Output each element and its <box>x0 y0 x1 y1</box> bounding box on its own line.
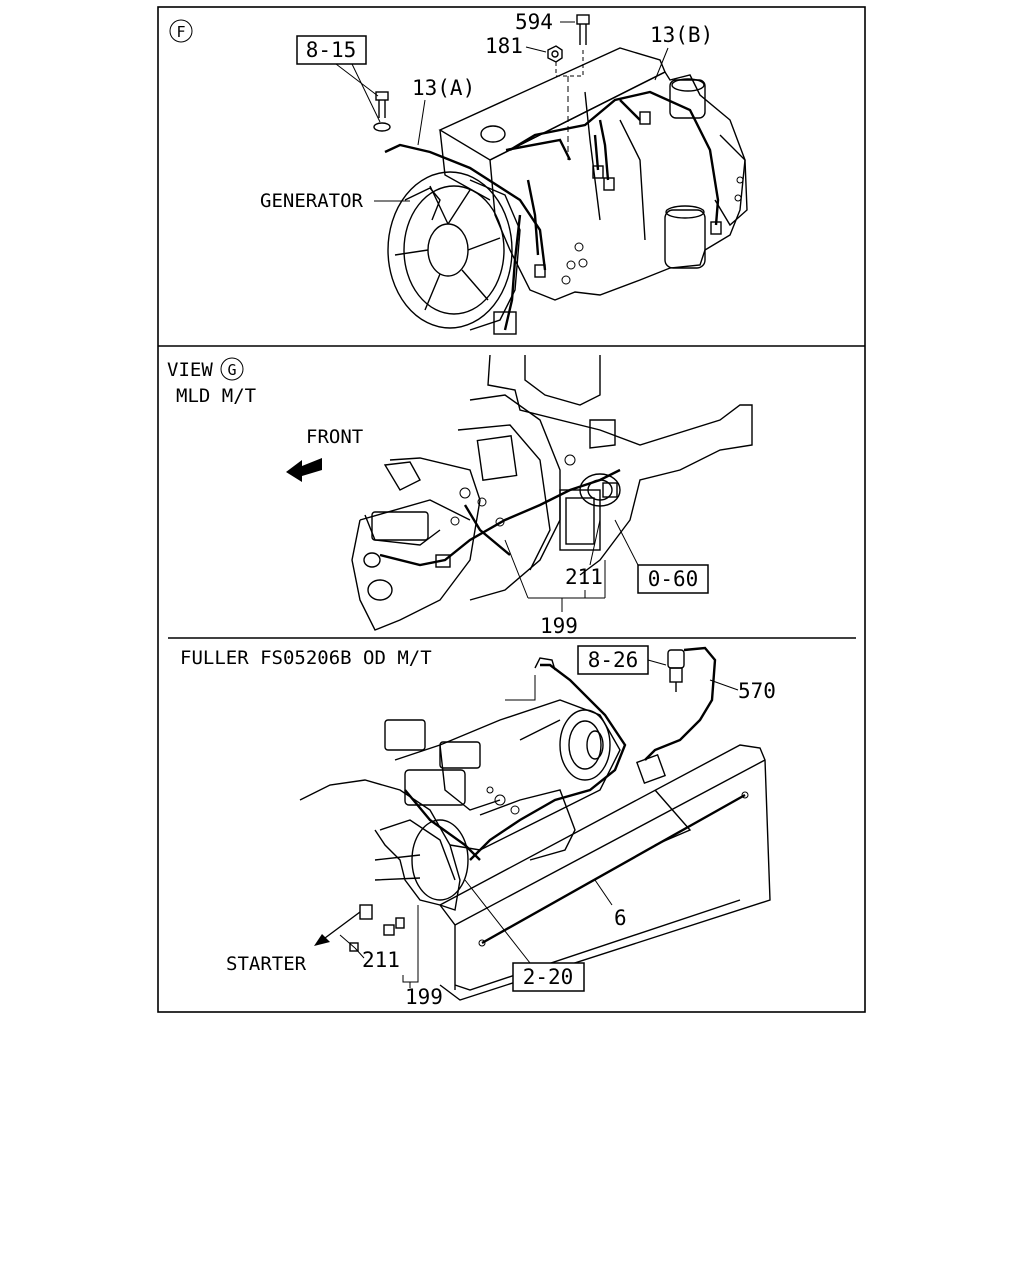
ref-box-8-26[interactable] <box>577 645 649 675</box>
harness-fuller-branch <box>404 789 481 861</box>
harness-mld-branch <box>463 504 511 556</box>
generator-fan <box>387 171 521 331</box>
harness-fuller <box>469 663 627 861</box>
transmission-mld <box>351 354 753 631</box>
terminal-icon <box>383 924 395 936</box>
view-badge-f-circle <box>169 19 193 43</box>
part-label-594: 594 <box>515 10 553 34</box>
front-label: FRONT <box>306 426 363 448</box>
wiring-harness-13 <box>384 90 722 335</box>
harness-570 <box>644 646 717 761</box>
part-label-211-fuller: 211 <box>362 948 400 972</box>
sensor-icon <box>667 649 685 692</box>
engine-block <box>438 47 748 301</box>
front-arrow-icon <box>286 458 322 482</box>
generator-label: GENERATOR <box>260 190 364 212</box>
ref-box-2-20-label: 2-20 <box>523 965 574 989</box>
fuller-title: FULLER FS05206B OD M/T <box>180 647 432 669</box>
frame-rail <box>439 744 771 1001</box>
part-label-13a: 13(A) <box>412 76 475 100</box>
transmission-fuller <box>299 699 621 911</box>
bolt-594-icon <box>576 14 590 45</box>
ref-box-8-15-label: 8-15 <box>306 38 357 62</box>
ref-box-8-15[interactable] <box>296 35 367 65</box>
transmission-type-label: MLD M/T <box>176 385 256 407</box>
part-label-199-fuller: 199 <box>405 985 443 1009</box>
ref-box-0-60-label: 0-60 <box>648 567 699 591</box>
panel-f: F 8-15 594 181 13(A) 13(B) GENERATOR <box>169 10 748 335</box>
part-label-13b: 13(B) <box>650 23 713 47</box>
view-label: VIEW <box>167 359 213 381</box>
starter-arrow-icon <box>314 934 330 946</box>
starter-label: STARTER <box>226 953 307 975</box>
view-badge-g: G <box>227 361 236 379</box>
part-label-211-g: 211 <box>565 565 603 589</box>
ref-box-0-60[interactable] <box>637 564 709 594</box>
panel-fuller: FULLER FS05206B OD M/T 8-26 570 <box>180 645 776 1009</box>
part-label-181: 181 <box>485 34 523 58</box>
part-label-570: 570 <box>738 679 776 703</box>
panel-g: VIEW G MLD M/T FRONT <box>167 354 753 638</box>
view-badge-f: F <box>176 23 185 41</box>
harness-mld <box>379 468 621 567</box>
view-badge-g-circle <box>220 357 244 381</box>
diagram-frame <box>157 6 866 1013</box>
ref-box-8-26-label: 8-26 <box>588 648 639 672</box>
ref-box-2-20[interactable] <box>512 962 585 992</box>
part-label-199-g: 199 <box>540 614 578 638</box>
starter-connector-icon <box>359 904 373 920</box>
part-label-6: 6 <box>614 906 627 930</box>
bolt-icon <box>373 91 391 132</box>
nut-181-icon <box>547 45 563 63</box>
